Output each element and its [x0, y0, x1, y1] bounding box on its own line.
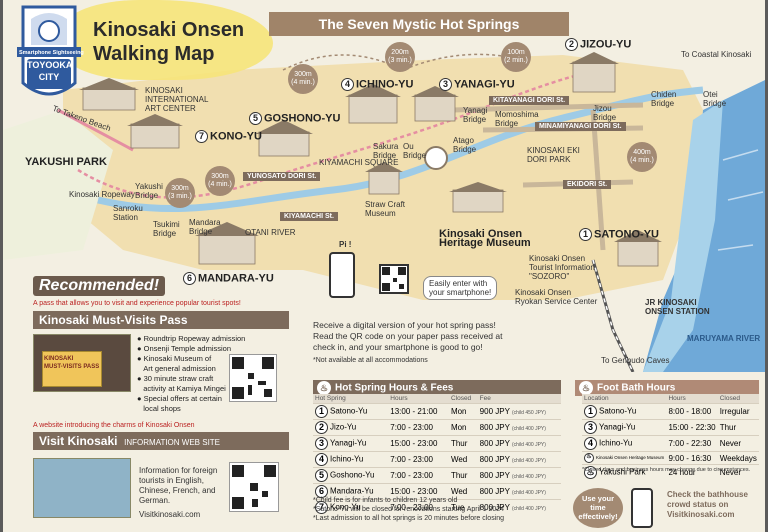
visit-kinosaki-heading[interactable]: Visit Kinosaki INFORMATION WEB SITE — [33, 432, 289, 450]
logo-name-2: CITY — [38, 72, 60, 82]
title-line-2: Walking Map — [93, 43, 215, 65]
street-yunosato: YUNOSATO DORI St. — [243, 172, 321, 181]
pass-photo-line-1: KINOSAKI — [44, 356, 74, 362]
otani-river-label: OTANI RIVER — [245, 228, 296, 237]
visit-qr-code[interactable] — [229, 462, 279, 512]
walk-time-bubble: 300m(4 min.) — [288, 64, 318, 94]
street-ekidori: EKIDORI St. — [563, 180, 612, 189]
title-line-1: Kinosaki Onsen — [93, 19, 245, 41]
visit-tagline: A website introducing the charms of Kino… — [33, 422, 195, 429]
yakushi-park-label[interactable]: YAKUSHI PARK — [25, 156, 107, 168]
ropeway-label[interactable]: Kinosaki Ropeway — [69, 190, 135, 199]
logo-tagline: Smartphone Sightseeing — [19, 50, 84, 56]
qr-promo-note: *Not available at all accommodations — [313, 357, 428, 364]
title-highlight — [63, 0, 273, 80]
street-kiyamachi: KIYAMACHI St. — [280, 212, 338, 221]
must-visits-pass-heading: Kinosaki Must-Visits Pass — [33, 311, 289, 329]
toyooka-city-logo[interactable]: Smartphone Sightseeing TOYOOKA CITY — [17, 3, 84, 111]
foot-bath-table-heading: ♨Foot Bath Hours — [575, 380, 759, 396]
pass-qr-code[interactable] — [379, 264, 409, 294]
walk-time-bubble: 100m(2 min.) — [501, 42, 531, 72]
pass-photo: KINOSAKI MUST-VISITS PASS — [33, 334, 131, 392]
street-minamiyanagi: MINAMIYANAGI DORI St. — [535, 122, 626, 131]
phone-illustration — [329, 252, 355, 298]
pass-photo-line-2: MUST-VISITS PASS — [44, 364, 100, 370]
to-genbudo-label: To Genbudo Caves — [601, 356, 670, 365]
qr-promo-text: Receive a digital version of your hot sp… — [313, 320, 503, 352]
walking-map-sheet: Smartphone Sightseeing TOYOOKA CITY Kino… — [3, 0, 765, 532]
walk-time-bubble: 300m(4 min.) — [205, 166, 235, 196]
pi-label: Pi ! — [339, 240, 352, 249]
visit-photo — [33, 458, 131, 518]
maruyama-river-label: MARUYAMA RIVER — [687, 334, 761, 343]
foot-bath-note: *Closed days and business hours may chan… — [582, 467, 751, 473]
kiyamachi-square-label: KIYAMACHI SQUARE — [319, 158, 399, 167]
pass-website-qr[interactable] — [229, 354, 277, 402]
logo-name-1: TOYOOKA — [27, 60, 73, 70]
to-coastal-label: To Coastal Kinosaki — [681, 50, 752, 59]
walk-time-bubble: 300m(3 min.) — [165, 178, 195, 208]
seven-springs-banner: The Seven Mystic Hot Springs — [269, 12, 569, 36]
street-kitayanagi: KITAYANAGI DORI St. — [489, 96, 570, 105]
walk-time-bubble: 200m(3 min.) — [385, 42, 415, 72]
hot-spring-table-heading: ♨Hot Spring Hours & Fees — [313, 380, 561, 396]
hot-spring-notes: *Child fee is for infants to children 12… — [313, 497, 505, 522]
page-title: Kinosaki Onsen Walking Map — [93, 18, 244, 66]
pass-benefits-list: ● Roundtrip Ropeway admission ● Onsenji … — [137, 334, 246, 413]
recommended-badge: Recommended! — [33, 276, 166, 296]
pass-tagline: A pass that allows you to visit and expe… — [33, 300, 241, 307]
phone-crowd-icon — [631, 488, 653, 528]
walk-time-bubble: 400m(4 min.) — [627, 142, 657, 172]
visit-url[interactable]: Visitkinosaki.com — [139, 510, 201, 519]
